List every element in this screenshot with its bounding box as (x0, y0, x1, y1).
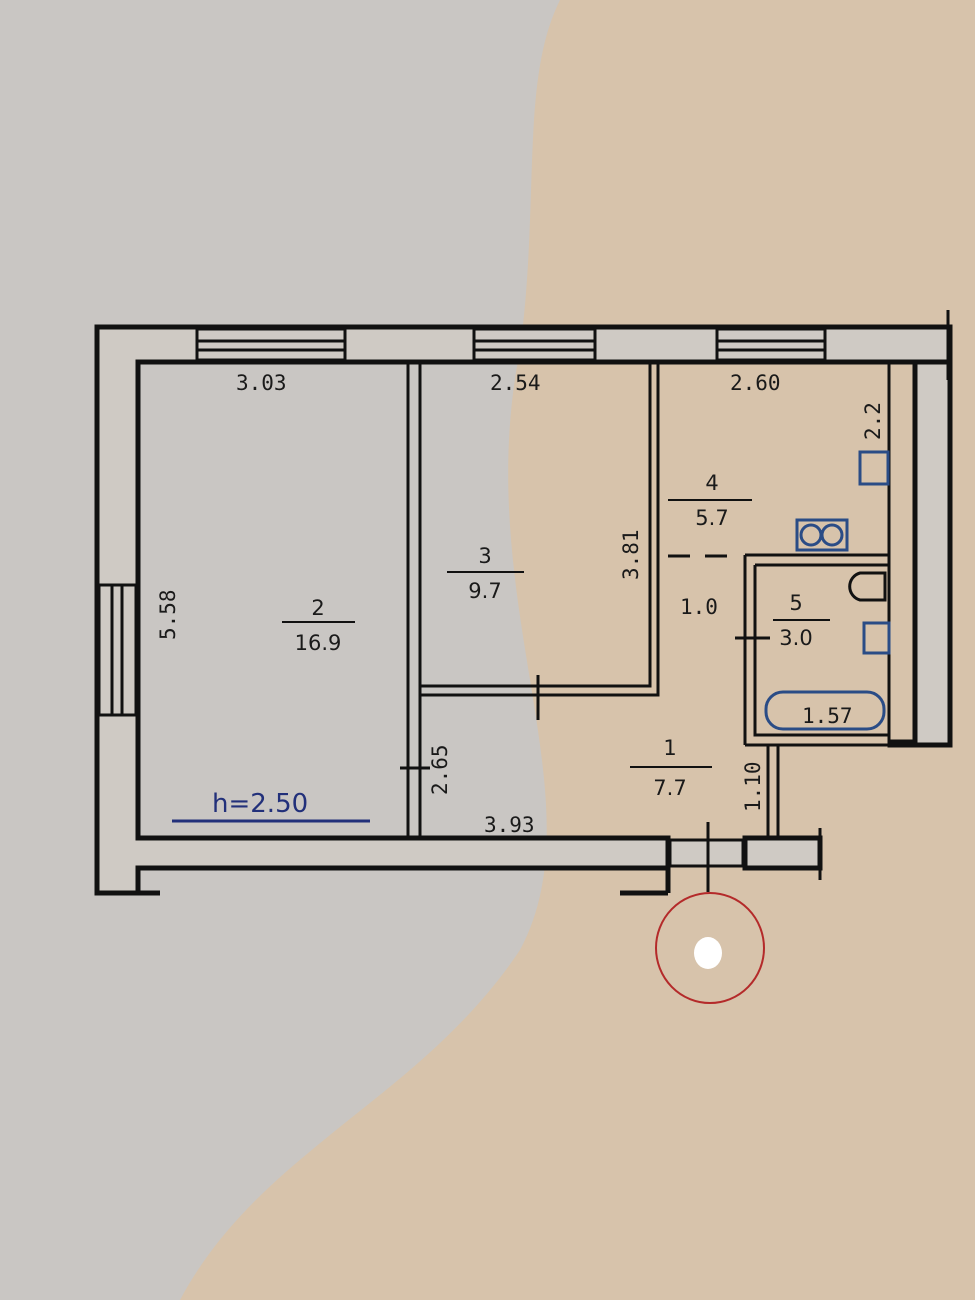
svg-text:5.7: 5.7 (695, 506, 728, 530)
room-label-4: 45.7 (668, 471, 752, 530)
fixtures (764, 450, 891, 731)
svg-text:h=2.50: h=2.50 (212, 789, 308, 819)
ceiling-height: h=2.50 (172, 789, 370, 823)
dim-room4-side: 2.2 (861, 402, 885, 440)
dim-entrance-side: 1.10 (741, 761, 765, 812)
room-label-2: 216.9 (282, 596, 355, 655)
dim-room2-width: 3.03 (236, 371, 287, 395)
interior-walls (400, 362, 891, 838)
svg-text:1: 1 (663, 736, 676, 760)
outer-walls (94, 310, 953, 896)
window-room2 (195, 327, 347, 362)
stove-icon (795, 518, 849, 552)
svg-text:2: 2 (311, 596, 324, 620)
window-room2-side (97, 583, 138, 717)
dim-room4-width: 2.60 (730, 371, 781, 395)
svg-text:16.9: 16.9 (295, 631, 342, 655)
bathroom-sink-icon (862, 621, 891, 655)
dim-room3-width: 2.54 (490, 371, 541, 395)
svg-text:3.0: 3.0 (779, 626, 812, 650)
svg-text:9.7: 9.7 (468, 579, 501, 603)
svg-text:3: 3 (478, 544, 491, 568)
room-label-5: 53.0 (773, 591, 830, 650)
svg-text:7.7: 7.7 (653, 776, 686, 800)
svg-text:4: 4 (705, 471, 718, 495)
window-room3 (472, 327, 597, 362)
room-label-3: 39.7 (447, 544, 524, 603)
dim-room3-length: 3.81 (619, 529, 643, 580)
dim-bathtub: 1.57 (802, 704, 853, 728)
svg-text:5: 5 (789, 591, 802, 615)
window-room4 (715, 327, 827, 362)
dim-room2-length: 5.58 (156, 589, 180, 640)
red-circle-mark (655, 892, 765, 1004)
dim-hall-length: 3.93 (484, 813, 535, 837)
toilet-icon (848, 571, 887, 602)
redacted-spot (694, 937, 722, 969)
windows (97, 327, 827, 868)
dim-corridor-width: 1.0 (680, 595, 718, 619)
bathtub-icon (764, 690, 886, 731)
room-label-1: 17.7 (630, 736, 712, 800)
dim-hall-side: 2.65 (428, 744, 452, 795)
kitchen-sink-icon (858, 450, 890, 486)
